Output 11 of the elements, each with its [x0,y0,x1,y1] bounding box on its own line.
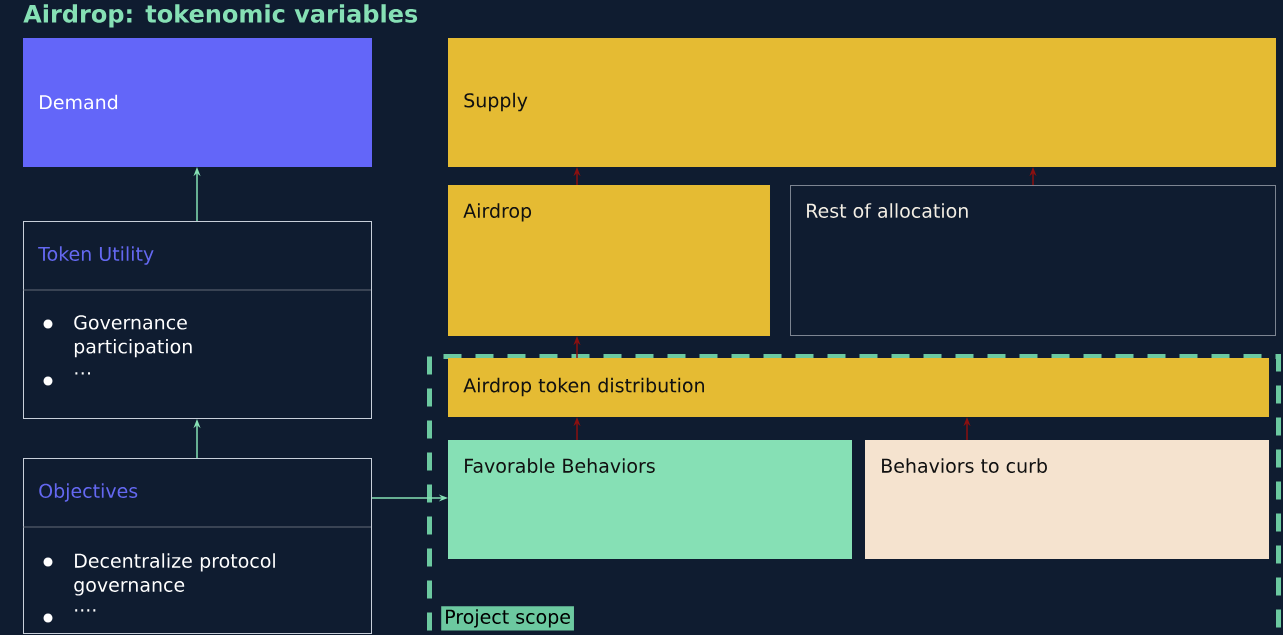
process-box: Airdrop [448,185,770,336]
process-box: Favorable Behaviors [448,440,852,559]
process-box: Demand [23,38,372,167]
process-box: Supply [448,38,1276,167]
scope-tag: Project scope [441,606,574,631]
process-box: Behaviors to curb [865,440,1269,559]
list-card: Token Utility Governance participation … [22,221,372,419]
list-card: Objectives Decentralize protocol governance .... [22,458,372,634]
title: Airdrop: tokenomic variables [23,4,418,28]
process-box: Rest of allocation [790,185,1276,336]
process-box: Airdrop token distribution [448,358,1269,417]
